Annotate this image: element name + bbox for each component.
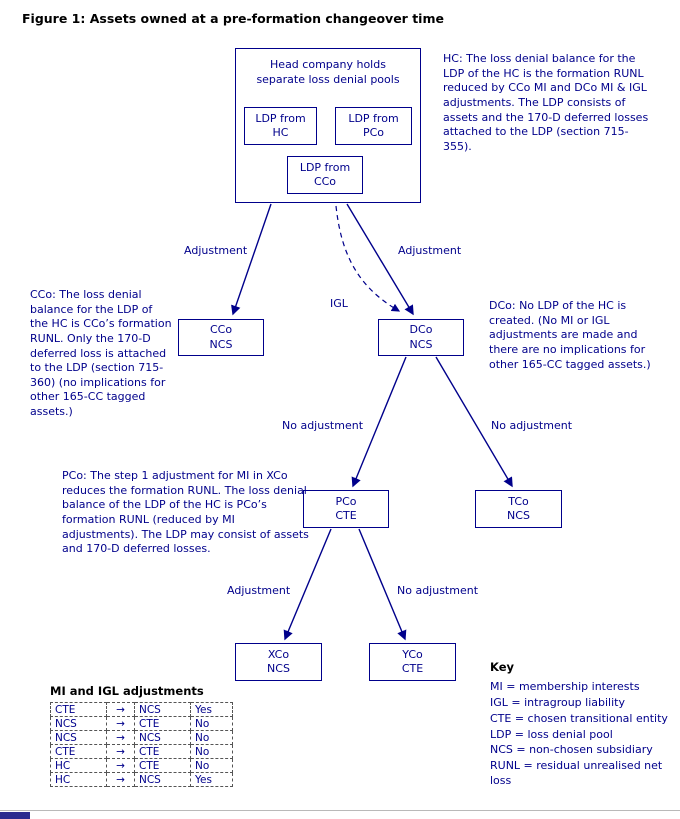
table-row: NCS → CTE No bbox=[50, 716, 233, 731]
annotation-dco: DCo: No LDP of the HC is created. (No MI… bbox=[489, 299, 651, 371]
annotation-pco: PCo: The step 1 adjustment for MI in XCo… bbox=[62, 469, 309, 556]
from-cell: CTE bbox=[50, 744, 107, 759]
from-cell: CTE bbox=[50, 702, 107, 717]
result-cell: Yes bbox=[190, 772, 233, 787]
from-cell: HC bbox=[50, 758, 107, 773]
from-cell: NCS bbox=[50, 730, 107, 745]
ldp-from-pco-box: LDP from PCo bbox=[335, 107, 412, 145]
from-cell: HC bbox=[50, 772, 107, 787]
to-cell: NCS bbox=[134, 730, 191, 745]
figure-title: Figure 1: Assets owned at a pre-formatio… bbox=[22, 11, 444, 26]
edge-label-no-adjustment-tco: No adjustment bbox=[491, 419, 573, 432]
result-cell: Yes bbox=[190, 702, 233, 717]
mi-igl-table-title: MI and IGL adjustments bbox=[50, 684, 204, 698]
to-cell: CTE bbox=[134, 716, 191, 731]
arrow-cell: → bbox=[106, 758, 135, 773]
to-cell: NCS bbox=[134, 772, 191, 787]
result-cell: No bbox=[190, 730, 233, 745]
node-xco-ncs: XCo NCS bbox=[235, 643, 322, 681]
key-title: Key bbox=[490, 660, 515, 674]
edge-label-adjustment-dco: Adjustment bbox=[398, 244, 462, 257]
node-pco-cte: PCo CTE bbox=[303, 490, 389, 528]
edge-label-igl: IGL bbox=[330, 297, 348, 310]
bottom-left-marker bbox=[0, 812, 30, 819]
mi-igl-table: CTE → NCS Yes NCS → CTE No NCS → NCS No … bbox=[50, 702, 233, 787]
to-cell: CTE bbox=[134, 758, 191, 773]
table-row: NCS → NCS No bbox=[50, 730, 233, 745]
head-company-box: Head company holds separate loss denial … bbox=[235, 48, 421, 203]
key-item: NCS = non-chosen subsidiary bbox=[490, 743, 653, 757]
arrow-cell: → bbox=[106, 702, 135, 717]
key-item: IGL = intragroup liability bbox=[490, 695, 625, 709]
key-list: MI = membership interests IGL = intragro… bbox=[490, 680, 680, 790]
ldp-from-hc-box: LDP from HC bbox=[244, 107, 317, 145]
ldp-from-cco-box: LDP from CCo bbox=[287, 156, 363, 194]
key-item: RUNL = residual unrealised net loss bbox=[490, 759, 663, 788]
page-bottom-divider bbox=[0, 810, 680, 811]
to-cell: NCS bbox=[134, 702, 191, 717]
edge-label-no-adjustment-yco: No adjustment bbox=[397, 584, 479, 597]
node-dco-ncs: DCo NCS bbox=[378, 319, 464, 356]
table-row: HC → CTE No bbox=[50, 758, 233, 773]
from-cell: NCS bbox=[50, 716, 107, 731]
key-item: MI = membership interests bbox=[490, 680, 640, 693]
edge-label-adjustment-xco: Adjustment bbox=[227, 584, 291, 597]
table-row: CTE → CTE No bbox=[50, 744, 233, 759]
edge-label-adjustment-cco: Adjustment bbox=[184, 244, 248, 257]
annotation-hc: HC: The loss denial balance for the LDP … bbox=[443, 52, 649, 153]
arrow-cell: → bbox=[106, 744, 135, 759]
table-row: HC → NCS Yes bbox=[50, 772, 233, 787]
node-tco-ncs: TCo NCS bbox=[475, 490, 562, 528]
arrow-cell: → bbox=[106, 716, 135, 731]
key-item: CTE = chosen transitional entity bbox=[490, 711, 668, 725]
edge-label-no-adjustment-pco: No adjustment bbox=[282, 419, 364, 432]
head-company-label: Head company holds separate loss denial … bbox=[256, 58, 400, 86]
node-yco-cte: YCo CTE bbox=[369, 643, 456, 681]
node-cco-ncs: CCo NCS bbox=[178, 319, 264, 356]
result-cell: No bbox=[190, 716, 233, 731]
table-row: CTE → NCS Yes bbox=[50, 702, 233, 717]
arrow-cell: → bbox=[106, 730, 135, 745]
arrow-cell: → bbox=[106, 772, 135, 787]
annotation-cco: CCo: The loss denial balance for the LDP… bbox=[30, 288, 172, 418]
key-item: LDP = loss denial pool bbox=[490, 727, 613, 741]
to-cell: CTE bbox=[134, 744, 191, 759]
result-cell: No bbox=[190, 758, 233, 773]
result-cell: No bbox=[190, 744, 233, 759]
